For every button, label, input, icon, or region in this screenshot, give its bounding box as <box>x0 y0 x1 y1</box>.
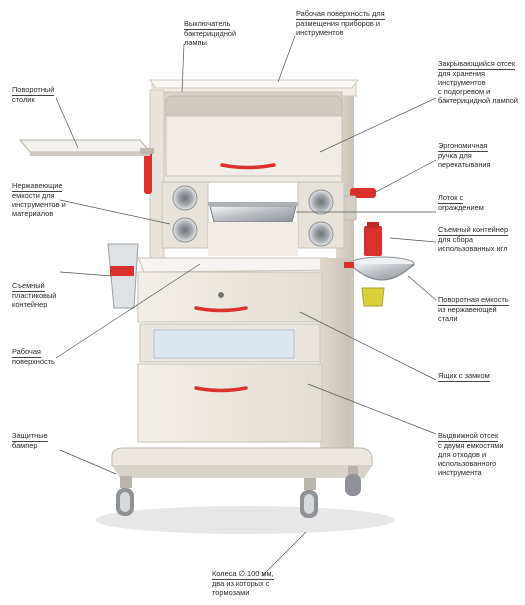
ergonomic-handle[interactable] <box>350 188 376 198</box>
label-lamp-switch: Выключатель бактерицидной лампы <box>184 19 237 48</box>
label-swivel-bowl: Поворотная емкость из нержавеющей стали <box>438 295 509 324</box>
swivel-bowl-body <box>349 263 415 281</box>
label-line: инструментов <box>438 77 486 87</box>
waste-drawer-handle[interactable] <box>194 386 248 393</box>
top-surface <box>149 79 359 89</box>
bowl-arm <box>344 262 354 268</box>
label-lock-drawer: Ящик с замком <box>438 371 490 382</box>
middle-window <box>153 329 295 359</box>
tray[interactable] <box>209 205 297 223</box>
label-line: Поворотная емкость <box>438 295 509 306</box>
back-panel <box>208 222 298 256</box>
label-line: размещения приборов и <box>296 18 381 28</box>
label-line: бактерицидной лампой <box>438 95 518 105</box>
label-line: столик <box>12 94 35 104</box>
label-line: Лоток с <box>438 193 464 204</box>
steel-container[interactable] <box>172 185 198 211</box>
label-bumpers: Защитные бампер <box>12 431 48 451</box>
wheel[interactable] <box>345 466 361 496</box>
steel-container[interactable] <box>308 221 334 247</box>
label-line: Съемный <box>12 281 45 292</box>
label-line: для отходов и <box>438 449 487 459</box>
label-waste-drawer: Выдвижной отсек с двумя емкостями для от… <box>438 431 504 478</box>
label-line: с подогревом и <box>438 86 491 96</box>
label-plastic-container: Съемный пластиковый контейнер <box>12 281 57 310</box>
label-line: Ящик с замком <box>438 371 490 382</box>
label-line: поверхность <box>12 356 55 366</box>
label-line: Закрывающийся отсек <box>438 59 516 70</box>
label-line: бактерицидной <box>184 28 237 38</box>
work-surface <box>137 257 337 273</box>
label-line: Поворотный <box>12 85 55 96</box>
yellow-bin <box>361 287 385 307</box>
base-front <box>112 466 372 478</box>
label-line: контейнер <box>12 299 48 309</box>
lock-icon[interactable] <box>218 292 224 298</box>
label-line: инструментов <box>296 27 344 37</box>
label-line: для хранения <box>438 68 485 78</box>
wheel[interactable] <box>300 478 318 518</box>
label-line: Эргономичная <box>438 141 488 152</box>
label-closed-compartment: Закрывающийся отсек для хранения инструм… <box>438 59 518 106</box>
compartment-handle[interactable] <box>220 163 276 170</box>
side-panel-right <box>320 258 350 448</box>
swivel-table[interactable] <box>18 139 152 153</box>
label-line: Нержавеющие <box>12 181 63 192</box>
label-line: Защитные <box>12 431 48 442</box>
waste-drawer[interactable] <box>137 363 323 443</box>
label-line: использованных игл <box>438 243 508 253</box>
label-line: Съемный контейнер <box>438 225 509 236</box>
label-line: Выключатель <box>184 19 231 30</box>
label-line: лампы <box>184 37 207 47</box>
label-line: инструмента <box>438 467 482 477</box>
label-line: бампер <box>12 440 38 450</box>
label-ergonomic-handle: Эргономичная ручка для перекатывания <box>438 141 491 170</box>
wheel[interactable] <box>116 476 134 516</box>
label-wheels: Колеса ∅ 100 мм, два из которых с тормоз… <box>212 569 274 598</box>
label-line: Выдвижной отсек <box>438 431 499 442</box>
label-line: ограждением <box>438 202 484 212</box>
label-steel-containers: Нержавеющие емкости для инструментов и м… <box>12 181 66 219</box>
needle-container-cap <box>367 222 379 228</box>
label-line: ручка для <box>438 150 472 160</box>
label-line: стали <box>438 313 458 323</box>
label-line: емкости для <box>12 190 55 200</box>
label-line: с двумя емкостями <box>438 440 504 450</box>
floor-shadow <box>95 506 395 534</box>
label-work-surface-top: Рабочая поверхность для размещения прибо… <box>296 9 385 38</box>
swivel-arm <box>140 148 154 154</box>
label-line: использованного <box>438 458 497 468</box>
label-line: Колеса ∅ 100 мм, <box>212 569 274 580</box>
label-line: материалов <box>12 208 54 218</box>
swivel-table-edge <box>30 152 150 156</box>
label-line: тормозами <box>212 587 250 597</box>
label-line: два из которых с <box>212 578 270 588</box>
label-line: перекатывания <box>438 159 491 169</box>
lock-drawer[interactable] <box>137 271 323 323</box>
lock-drawer-handle[interactable] <box>194 306 248 313</box>
label-work-surface: Рабочая поверхность <box>12 347 55 367</box>
label-line: Рабочая <box>12 347 41 358</box>
base-bumper <box>111 447 373 467</box>
steel-container[interactable] <box>308 189 334 215</box>
label-tray: Лоток с ограждением <box>438 193 484 213</box>
steel-container[interactable] <box>172 217 198 243</box>
label-line: пластиковый <box>12 290 57 300</box>
tray-rail <box>208 202 298 206</box>
label-line: из нержавеющей <box>438 304 497 314</box>
needle-container[interactable] <box>364 226 382 256</box>
leader-lines <box>55 35 437 577</box>
plastic-container-clip <box>110 266 134 276</box>
left-red-bracket <box>144 150 152 194</box>
label-line: инструментов и <box>12 199 66 209</box>
label-line: Рабочая поверхность для <box>296 9 385 20</box>
label-swivel-table: Поворотный столик <box>12 85 55 105</box>
label-line: для сбора <box>438 234 473 244</box>
handle-bar[interactable] <box>343 195 357 221</box>
label-needle-container: Съемный контейнер для сбора использованн… <box>438 225 509 254</box>
